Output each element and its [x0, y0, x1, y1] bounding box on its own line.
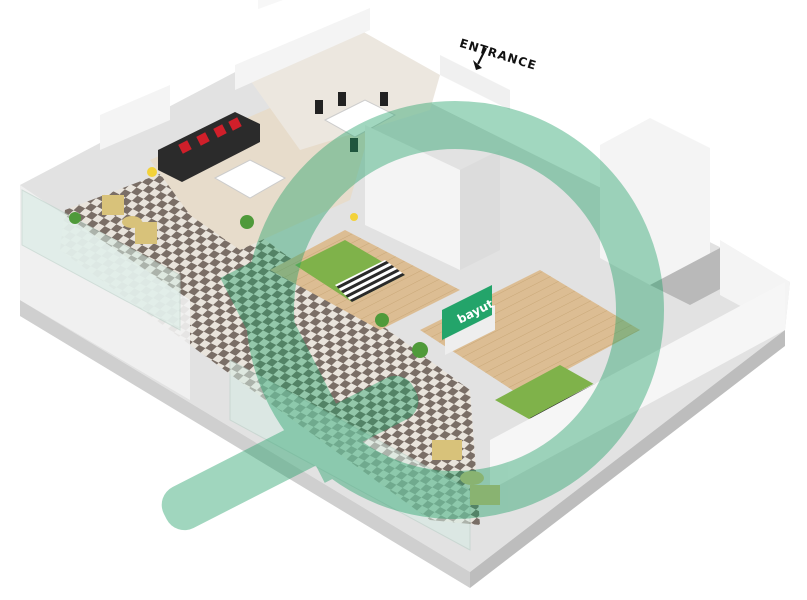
sofa-cushion — [228, 117, 242, 131]
bed-1-blanket — [335, 260, 405, 302]
balcony-furniture-right — [432, 440, 500, 505]
sofa-cushion — [213, 124, 227, 138]
kitchen-cabinets — [258, 0, 418, 10]
entrance-arrow-icon — [473, 47, 487, 70]
slab-front-edge — [20, 300, 470, 588]
wall-central-block — [365, 125, 460, 270]
coffee-table — [213, 159, 287, 199]
dining-chair — [350, 138, 358, 152]
lamp — [147, 167, 157, 177]
dining-chair — [380, 92, 388, 106]
slab-right-edge — [470, 330, 785, 588]
plant — [69, 212, 81, 224]
lamp — [350, 213, 358, 221]
wall-front-right — [490, 282, 785, 490]
plant — [412, 342, 428, 358]
wall-wardrobe-bedroom-2 — [600, 118, 710, 285]
dining-chair — [315, 100, 323, 114]
balcony-floor — [60, 170, 480, 525]
wall-central-block-side — [460, 150, 500, 270]
wall-kitchen-back — [235, 8, 370, 90]
wall-entrance — [440, 55, 510, 110]
bedroom-2-floor — [420, 270, 640, 395]
dining-table — [323, 99, 397, 138]
sofa-cushion — [196, 132, 210, 146]
wall-living-back — [100, 85, 170, 150]
balcony-glass-railing — [229, 359, 471, 551]
tv-screen — [442, 285, 492, 340]
balcony-glass-railing — [21, 189, 181, 331]
sofa-cushion — [178, 140, 192, 154]
plant — [375, 313, 389, 327]
bed-2 — [495, 365, 608, 428]
dining-chair — [338, 92, 346, 106]
bayut-watermark-logo — [161, 101, 664, 531]
balcony-furniture-left — [102, 195, 157, 244]
plant — [240, 215, 254, 229]
